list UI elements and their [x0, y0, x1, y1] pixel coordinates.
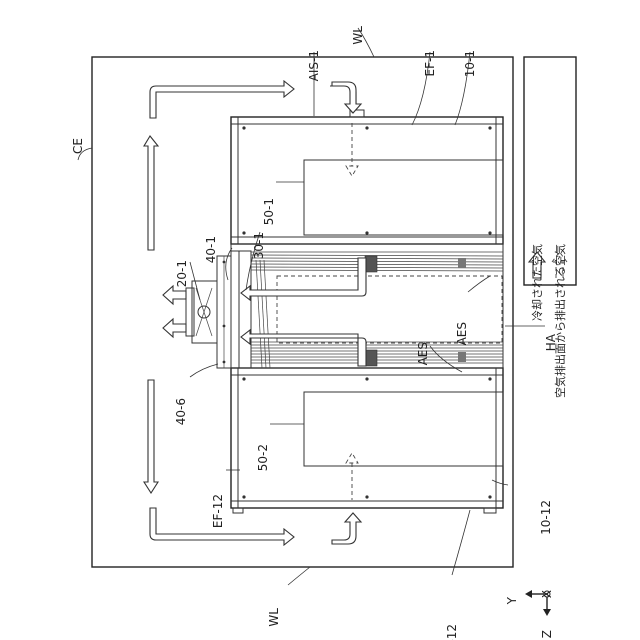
airflow-top-right: [330, 82, 361, 113]
label-ef-12: EF-12: [211, 494, 225, 528]
airflow-top-left: [150, 81, 294, 118]
axis-label-x: X: [540, 590, 554, 598]
expansion-card-50-2: [304, 392, 503, 466]
label-ais-12: AIS-12: [445, 624, 459, 640]
mounting-plate: [217, 256, 231, 368]
label-20-1: 20-1: [175, 260, 189, 287]
label-ef-1: EF-1: [423, 50, 437, 76]
axis-label-z: Z: [540, 630, 554, 638]
expansion-card-50-1: [304, 160, 503, 235]
legend-cooled-air-text: 冷却された空気: [530, 244, 544, 321]
airflow-left-vertical: [144, 136, 158, 493]
label-40-1: 40-1: [204, 236, 218, 263]
label-wl-top: WL: [351, 26, 365, 45]
label-30-1: 30-1: [252, 232, 266, 259]
fan-exhaust-arrows: [163, 286, 186, 337]
exhaust-dashed-arrows: [346, 123, 358, 500]
room-wall: [92, 57, 513, 567]
fan-20-1: [186, 281, 217, 343]
axis-label-y: Y: [505, 596, 519, 605]
label-10-1: 10-1: [463, 50, 477, 77]
server-unit-bottom: [231, 368, 503, 513]
legend-exhaust-air-text: 空気排出面から排出される空気: [553, 244, 567, 398]
label-aes-b: AES: [455, 322, 469, 345]
label-wl-bottom: WL: [267, 608, 281, 627]
label-ais-1: AIS-1: [307, 50, 321, 81]
axis-indicator: Y X Z: [505, 590, 554, 638]
label-50-1: 50-1: [262, 198, 276, 225]
label-ce: CE: [71, 138, 85, 154]
middle-unit-stack: [231, 244, 503, 368]
label-aes-a: AES: [416, 342, 430, 365]
airflow-bottom-right: [332, 513, 361, 544]
label-10-12: 10-12: [539, 500, 553, 535]
label-40-6: 40-6: [174, 398, 188, 425]
label-50-2: 50-2: [256, 444, 270, 471]
